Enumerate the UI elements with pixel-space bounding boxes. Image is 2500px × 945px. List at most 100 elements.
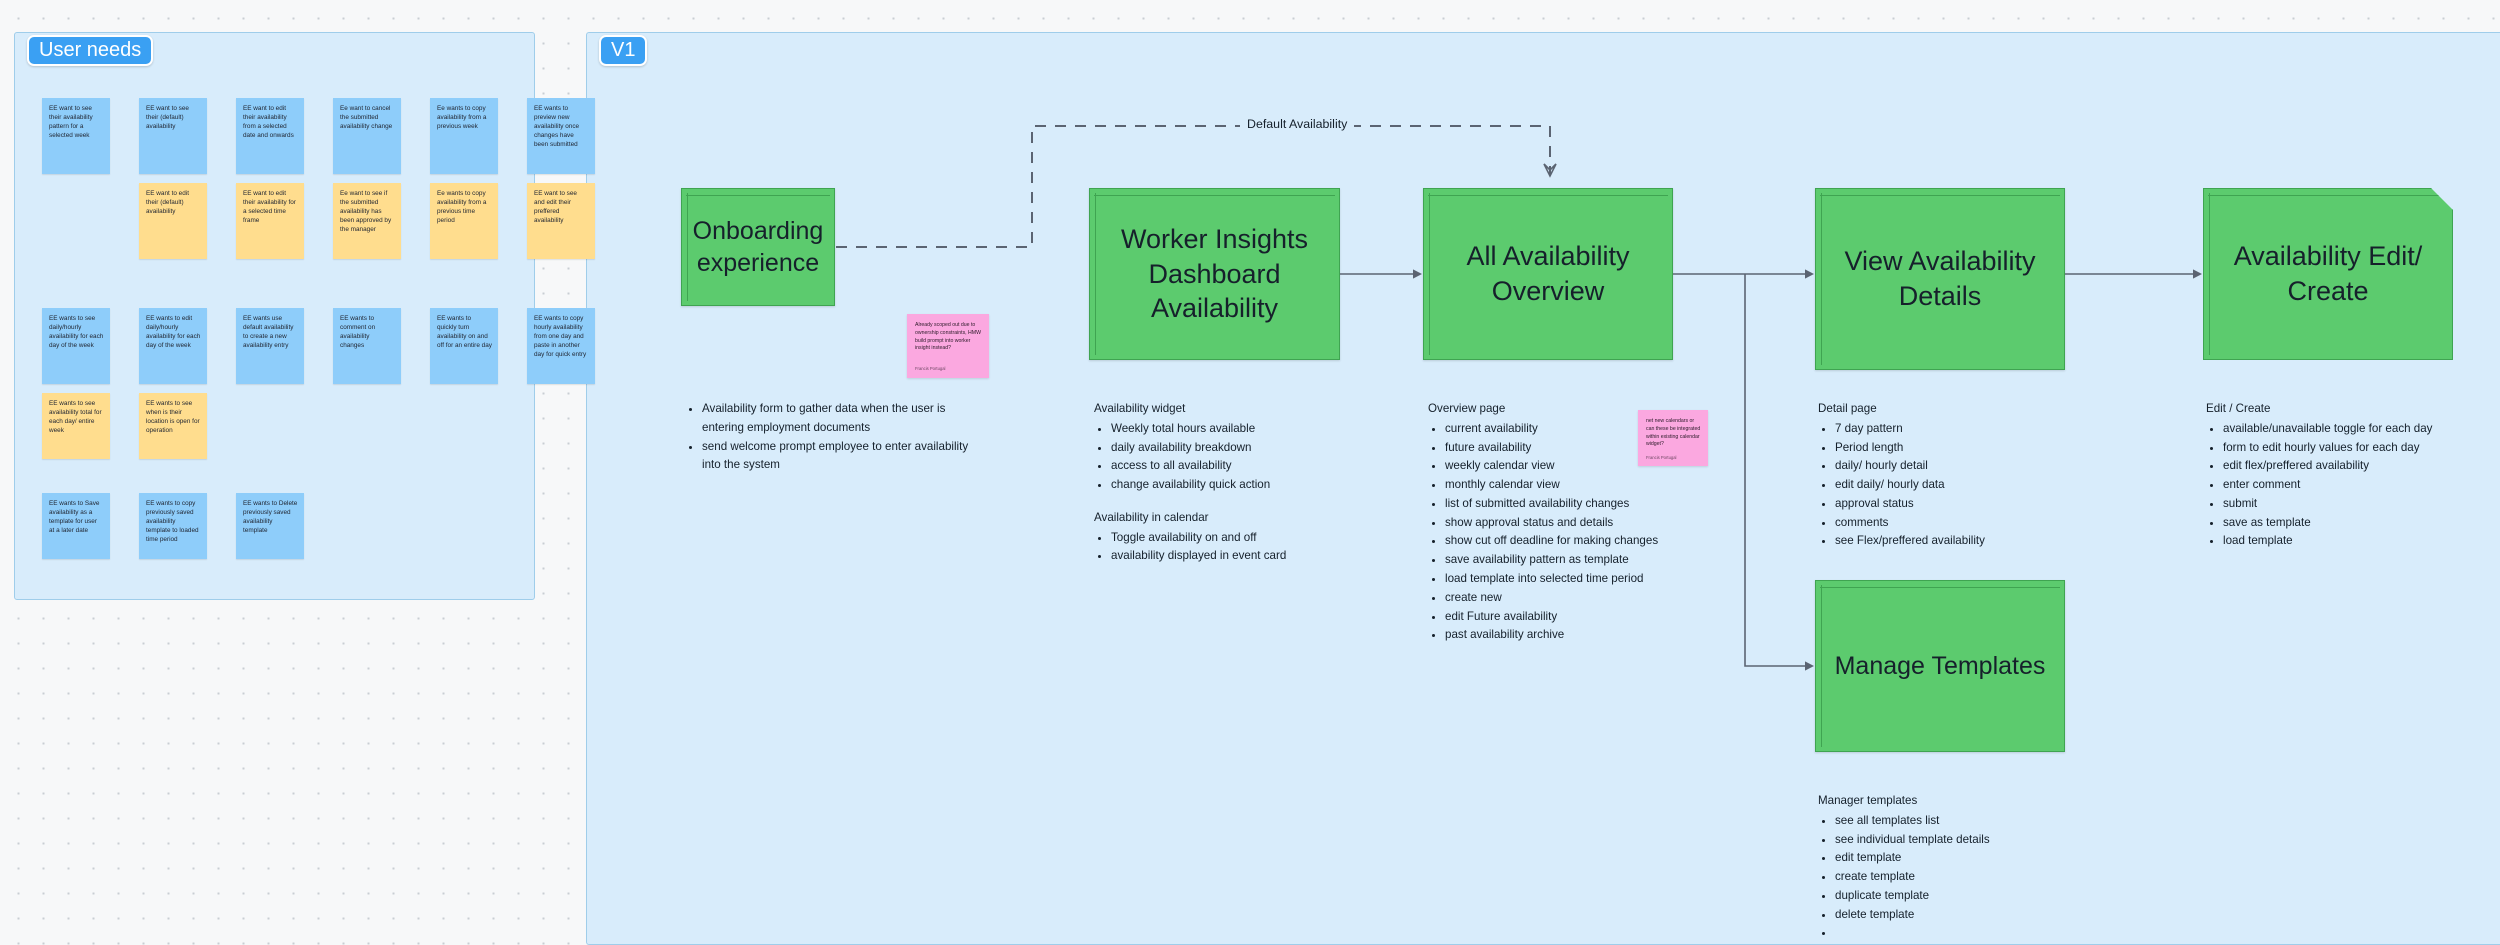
pink-note-onboarding-note[interactable]: Already scoped out due to ownership cons…	[907, 314, 989, 378]
text-block-list: 7 day patternPeriod lengthdaily/ hourly …	[1818, 420, 2108, 551]
text-block-heading: Availability in calendar	[1094, 510, 1209, 524]
pink-note-author: Francis Portugal	[1646, 455, 1677, 461]
list-item: see all templates list	[1835, 812, 2108, 831]
list-item: submit	[2223, 495, 2496, 514]
text-block-list: Weekly total hours availabledaily availa…	[1094, 420, 1384, 495]
sticky-note[interactable]: EE wants to Delete previously saved avai…	[236, 493, 304, 559]
list-item: daily availability breakdown	[1111, 439, 1384, 458]
text-block-heading: Overview page	[1428, 402, 1506, 415]
pink-note-author: Francis Portugal	[915, 365, 946, 371]
list-item	[1835, 924, 2108, 943]
list-item: comments	[1835, 514, 2108, 533]
text-block-heading: Edit / Create	[2206, 402, 2271, 415]
list-item: change availability quick action	[1111, 476, 1384, 495]
list-item: create template	[1835, 868, 2108, 887]
connector-label-default-availability: Default Availability	[1240, 117, 1355, 131]
list-item: duplicate template	[1835, 887, 2108, 906]
list-item: show approval status and details	[1445, 514, 1728, 533]
sticky-note[interactable]: EE wants use default availability to cre…	[236, 308, 304, 384]
list-item: Toggle availability on and off	[1111, 529, 1384, 548]
frame-label-user-needs[interactable]: User needs	[27, 35, 154, 66]
list-item: save as template	[2223, 514, 2496, 533]
process-box-label: Worker Insights Dashboard Availability	[1120, 224, 1309, 324]
list-item: 7 day pattern	[1835, 420, 2108, 439]
sticky-note[interactable]: Ee want to cancel the submitted availabi…	[333, 98, 401, 174]
process-box-overview[interactable]: All Availability Overview	[1423, 188, 1673, 360]
list-item: Weekly total hours available	[1111, 420, 1384, 439]
sticky-note[interactable]: EE wants to see when is their location i…	[139, 393, 207, 459]
text-block-onboarding-notes: Availability form to gather data when th…	[685, 400, 975, 475]
list-item: past availability archive	[1445, 626, 1728, 645]
process-box-label: View Availability Details	[1844, 246, 2036, 311]
sticky-note[interactable]: EE want to edit their availability from …	[236, 98, 304, 174]
sticky-note[interactable]: Ee want to see if the submitted availabi…	[333, 183, 401, 259]
section-spacer	[1094, 495, 1384, 509]
sticky-note[interactable]: EE want to see and edit their preffered …	[527, 183, 595, 259]
sticky-note[interactable]: EE want to edit their (default) availabi…	[139, 183, 207, 259]
list-item: daily/ hourly detail	[1835, 457, 2108, 476]
list-item: delete template	[1835, 906, 2108, 925]
list-item: show cut off deadline for making changes	[1445, 532, 1728, 551]
process-box-onboarding[interactable]: Onboarding experience	[681, 188, 835, 306]
list-item: load template into selected time period	[1445, 570, 1728, 589]
text-block-templates-notes: Manager templates see all templates lists…	[1818, 792, 2108, 943]
list-item: edit Future availability	[1445, 608, 1728, 627]
process-box-templates[interactable]: Manage Templates	[1815, 580, 2065, 752]
list-item: edit flex/preffered availability	[2223, 457, 2496, 476]
list-item: access to all availability	[1111, 457, 1384, 476]
frame-label-v1[interactable]: V1	[599, 35, 648, 66]
sticky-note[interactable]: Ee wants to copy availability from a pre…	[430, 183, 498, 259]
process-box-label: Manage Templates	[1834, 652, 2046, 680]
text-block-list: Availability form to gather data when th…	[685, 400, 975, 475]
list-item: Period length	[1835, 439, 2108, 458]
list-item: approval status	[1835, 495, 2108, 514]
process-box-details[interactable]: View Availability Details	[1815, 188, 2065, 370]
list-item: see individual template details	[1835, 831, 2108, 850]
list-item: form to edit hourly values for each day	[2223, 439, 2496, 458]
text-block-list: current availabilityfuture availabilityw…	[1428, 420, 1728, 645]
list-item: list of submitted availability changes	[1445, 495, 1728, 514]
sticky-note[interactable]: EE wants to see daily/hourly availabilit…	[42, 308, 110, 384]
sticky-note[interactable]: EE wants to Save availability as a templ…	[42, 493, 110, 559]
list-item: edit template	[1835, 849, 2108, 868]
list-item: available/unavailable toggle for each da…	[2223, 420, 2496, 439]
text-block-edit-create-notes: Edit / Create available/unavailable toggl…	[2206, 400, 2496, 551]
list-item: future availability	[1445, 439, 1728, 458]
process-box-insights[interactable]: Worker Insights Dashboard Availability	[1089, 188, 1340, 360]
sticky-note[interactable]: EE wants to see availability total for e…	[42, 393, 110, 459]
list-item: create new	[1445, 589, 1728, 608]
sticky-note[interactable]: Ee wants to copy availability from a pre…	[430, 98, 498, 174]
list-item: load template	[2223, 532, 2496, 551]
list-item: edit daily/ hourly data	[1835, 476, 2108, 495]
sticky-note[interactable]: EE want to see their (default) availabil…	[139, 98, 207, 174]
text-block-heading: Availability widget	[1094, 402, 1186, 415]
pink-note-text: Already scoped out due to ownership cons…	[915, 322, 982, 352]
list-item: weekly calendar view	[1445, 457, 1728, 476]
text-block-heading: Detail page	[1818, 402, 1877, 415]
process-box-edit-create[interactable]: Availability Edit/ Create	[2203, 188, 2453, 360]
text-block-list: see all templates listsee individual tem…	[1818, 812, 2108, 943]
list-item: current availability	[1445, 420, 1728, 439]
sticky-note[interactable]: EE wants to comment on availability chan…	[333, 308, 401, 384]
sticky-note[interactable]: EE wants to quickly turn availability on…	[430, 308, 498, 384]
sticky-note[interactable]: EE wants to preview new availability onc…	[527, 98, 595, 174]
list-item: save availability pattern as template	[1445, 551, 1728, 570]
sticky-note[interactable]: EE wants to copy previously saved availa…	[139, 493, 207, 559]
list-item: Availability form to gather data when th…	[702, 400, 975, 438]
process-box-label: Onboarding experience	[692, 217, 824, 277]
list-item: monthly calendar view	[1445, 476, 1728, 495]
list-item: send welcome prompt employee to enter av…	[702, 438, 975, 476]
pink-note-overview-note[interactable]: net new calendars or can these be integr…	[1638, 410, 1708, 466]
list-item: availability displayed in event card	[1111, 547, 1384, 566]
sticky-note[interactable]: EE want to see their availability patter…	[42, 98, 110, 174]
text-block-heading: Manager templates	[1818, 794, 1918, 807]
text-block-insights-notes: Availability widgetWeekly total hours av…	[1094, 400, 1384, 566]
sticky-note[interactable]: EE wants to copy hourly availability fro…	[527, 308, 595, 384]
text-block-details-notes: Detail page 7 day patternPeriod lengthdai…	[1818, 400, 2108, 551]
process-box-label: Availability Edit/ Create	[2233, 241, 2423, 306]
sticky-note[interactable]: EE want to edit their availability for a…	[236, 183, 304, 259]
list-item: enter comment	[2223, 476, 2496, 495]
sticky-note[interactable]: EE wants to edit daily/hourly availabili…	[139, 308, 207, 384]
process-box-label: All Availability Overview	[1466, 241, 1630, 306]
text-block-overview-notes: Overview page current availabilityfuture …	[1428, 400, 1728, 645]
